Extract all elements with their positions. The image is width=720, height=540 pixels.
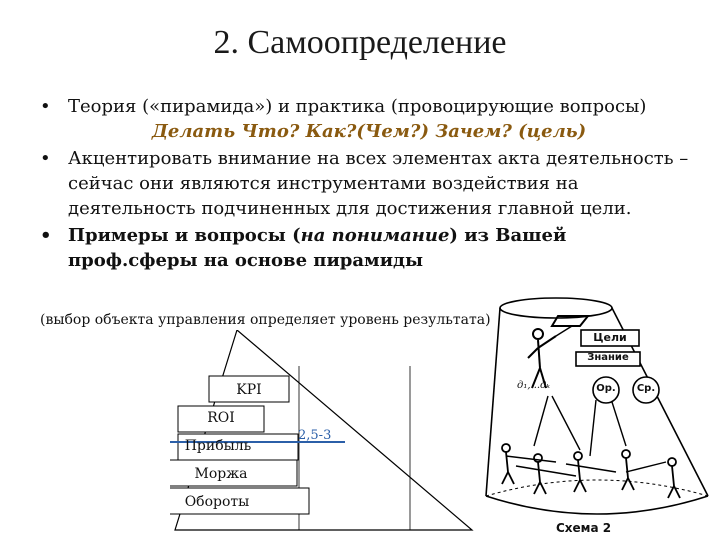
knowledge-box	[575, 351, 641, 367]
level-label: KPI	[236, 382, 262, 398]
bullet-text: Примеры и вопросы (на понимание) из Ваше…	[68, 223, 690, 273]
bullet-marker: •	[40, 148, 51, 169]
bullet-list: • Теория («пирамида») и практика (провоц…	[40, 94, 690, 275]
manager-figure-icon	[527, 315, 591, 389]
cone-base-arc	[485, 495, 709, 515]
examples-text-italic: на понимание	[300, 225, 450, 246]
bullet-text: Теория («пирамида») и практика (провоцир…	[68, 96, 647, 117]
level-label: Прибыль	[184, 438, 252, 454]
influence-arrows	[505, 395, 667, 477]
bullet-item-examples: • Примеры и вопросы (на понимание) из Ва…	[40, 223, 690, 273]
sr-label: Ср.	[636, 383, 656, 394]
schema-diagram	[485, 297, 709, 515]
cone-top-ellipse	[499, 297, 613, 319]
examples-text-start: Примеры и вопросы (	[68, 225, 301, 246]
ratio-label: 2,5-3	[298, 428, 332, 443]
level-label: ROI	[207, 410, 235, 426]
goals-box	[580, 329, 640, 347]
sr-circle	[632, 376, 660, 404]
bullet-marker: •	[40, 225, 52, 246]
pyramid-level-roi	[177, 405, 265, 433]
knowledge-label: Знание	[587, 352, 629, 363]
goals-label: Цели	[593, 331, 627, 344]
slide-title: 2. Самоопределение	[213, 24, 507, 61]
schema-caption: Схема 2	[556, 521, 612, 535]
level-label: Обороты	[184, 494, 250, 510]
bullet-item-theory: • Теория («пирамида») и практика (провоц…	[40, 94, 690, 144]
questions-line: Делать Что? Как?(Чем?) Зачем? (цель)	[151, 121, 587, 142]
bullet-text: Акцентировать внимание на всех элементах…	[68, 148, 689, 219]
bullet-item-accent: • Акцентировать внимание на всех элемент…	[40, 146, 690, 221]
formula-label: д₁,...дₖ	[517, 380, 551, 391]
note-text: (выбор объекта управления определяет уро…	[40, 312, 491, 328]
bullet-marker: •	[40, 96, 51, 117]
or-circle	[592, 376, 620, 404]
cone-left-side	[485, 307, 501, 497]
pyramid-diagram	[170, 330, 474, 531]
pyramid-level-kpi	[208, 375, 290, 403]
level-label: Моржа	[194, 466, 248, 482]
pyramid-level-profit	[177, 433, 299, 461]
subordinates-figures-icon	[501, 443, 681, 499]
pyramid-level-margin	[170, 459, 298, 487]
pyramid-level-turnover	[170, 487, 310, 515]
or-label: Ор.	[596, 383, 616, 394]
examples-text-end: ) из Вашей проф.сферы на основе пирамиды	[68, 225, 567, 271]
